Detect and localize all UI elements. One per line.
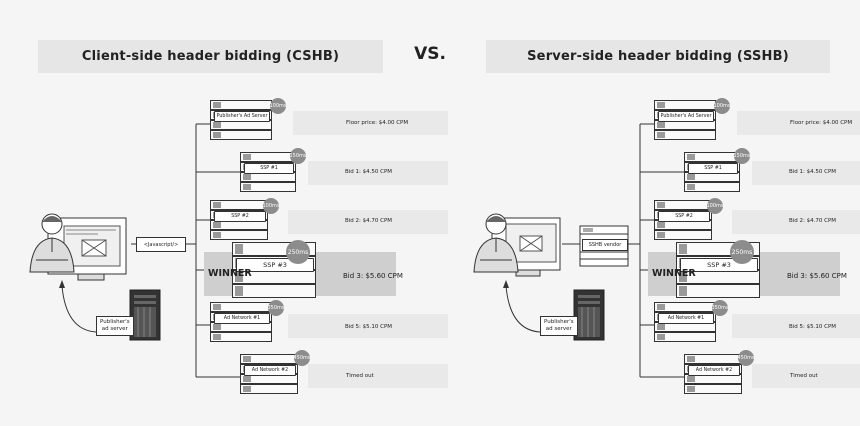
sshb-bid-text-3: Bid 2: $4.70 CPM bbox=[789, 218, 837, 224]
cshb-response-time-1: 100ms bbox=[269, 98, 287, 114]
cshb-bid-text-2: Bid 1: $4.50 CPM bbox=[345, 169, 393, 175]
sshb-response-time-1: 100ms bbox=[713, 98, 731, 114]
sshb-server-label-3: SSP #2 bbox=[658, 211, 710, 222]
cshb-response-time-5: 350ms bbox=[267, 300, 285, 316]
cshb-bid-text-4: Bid 3: $5.60 CPM bbox=[343, 272, 403, 280]
sshb-row-band-3 bbox=[732, 210, 860, 234]
cshb-response-time-2: 150ms bbox=[289, 148, 307, 164]
sshb-response-time-2: 150ms bbox=[733, 148, 751, 164]
sshb-bid-text-4: Bid 3: $5.60 CPM bbox=[787, 272, 847, 280]
sshb-response-time-4: 250ms bbox=[730, 240, 754, 264]
cshb-row-band-3 bbox=[288, 210, 448, 234]
cshb-bid-text-5: Bid 5: $5.10 CPM bbox=[345, 324, 393, 330]
cshb-bid-text-3: Bid 2: $4.70 CPM bbox=[345, 218, 393, 224]
sshb-server-label-5: Ad Network #1 bbox=[658, 313, 714, 324]
sshb-row-band-2 bbox=[752, 161, 860, 185]
cshb-title: Client-side header bidding (CSHB) bbox=[38, 40, 383, 73]
cshb-row-band-6 bbox=[308, 364, 448, 388]
sshb-bid-text-6: Timed out bbox=[790, 373, 818, 379]
cshb-response-time-3: 100ms bbox=[262, 198, 280, 214]
sshb-row-band-6 bbox=[752, 364, 860, 388]
cshb-bid-text-1: Floor price: $4.00 CPM bbox=[346, 120, 409, 126]
cshb-row-band-1 bbox=[293, 111, 448, 135]
sshb-winner-label: WINNER bbox=[652, 268, 696, 279]
ad-server-tower-icon bbox=[129, 289, 161, 341]
cshb-server-label-3: SSP #2 bbox=[214, 211, 266, 222]
publisher-ad-server-label: Publisher's ad server bbox=[96, 316, 134, 336]
sshb-response-time-5: 350ms bbox=[711, 300, 729, 316]
sshb-response-time-3: 100ms bbox=[706, 198, 724, 214]
sshb-server-label-2: SSP #1 bbox=[688, 163, 738, 174]
cshb-diagram: Publisher's ad server <Javascript/> Publ… bbox=[18, 92, 448, 412]
sshb-bid-text-1: Floor price: $4.00 CPM bbox=[790, 120, 853, 126]
cshb-row-band-2 bbox=[308, 161, 448, 185]
javascript-tag: <Javascript/> bbox=[136, 237, 186, 252]
sshb-bid-text-5: Bid 5: $5.10 CPM bbox=[789, 324, 837, 330]
cshb-server-label-5: Ad Network #1 bbox=[214, 313, 270, 324]
vs-label: VS. bbox=[414, 44, 446, 64]
ad-server-tower-icon bbox=[573, 289, 605, 341]
sshb-server-label-6: Ad Network #2 bbox=[688, 365, 740, 376]
cshb-response-time-6: 450ms bbox=[293, 350, 311, 366]
sshb-row-band-1 bbox=[737, 111, 860, 135]
cshb-row-band-5 bbox=[288, 314, 448, 338]
cshb-response-time-4: 250ms bbox=[286, 240, 310, 264]
sshb-server-label-1: Publisher's Ad Server bbox=[658, 111, 714, 122]
publisher-person-icon bbox=[473, 213, 561, 277]
cshb-winner-label: WINNER bbox=[208, 268, 252, 279]
cshb-bid-text-6: Timed out bbox=[346, 373, 374, 379]
cshb-server-label-2: SSP #1 bbox=[244, 163, 294, 174]
cshb-server-label-6: Ad Network #2 bbox=[244, 365, 296, 376]
sshb-vendor-label: SSHB vendor bbox=[582, 239, 628, 251]
cshb-connector-lines bbox=[29, 123, 240, 378]
sshb-bid-text-2: Bid 1: $4.50 CPM bbox=[789, 169, 837, 175]
publisher-ad-server-label: Publisher's ad server bbox=[540, 316, 578, 336]
sshb-response-time-6: 450ms bbox=[737, 350, 755, 366]
sshb-diagram: Publisher's ad server SSHB vendor Publis… bbox=[462, 92, 860, 412]
cshb-server-label-1: Publisher's Ad Server bbox=[214, 111, 270, 122]
sshb-title: Server-side header bidding (SSHB) bbox=[486, 40, 830, 73]
sshb-row-band-5 bbox=[732, 314, 860, 338]
publisher-person-icon bbox=[29, 213, 127, 281]
sshb-connector-lines bbox=[473, 123, 684, 378]
